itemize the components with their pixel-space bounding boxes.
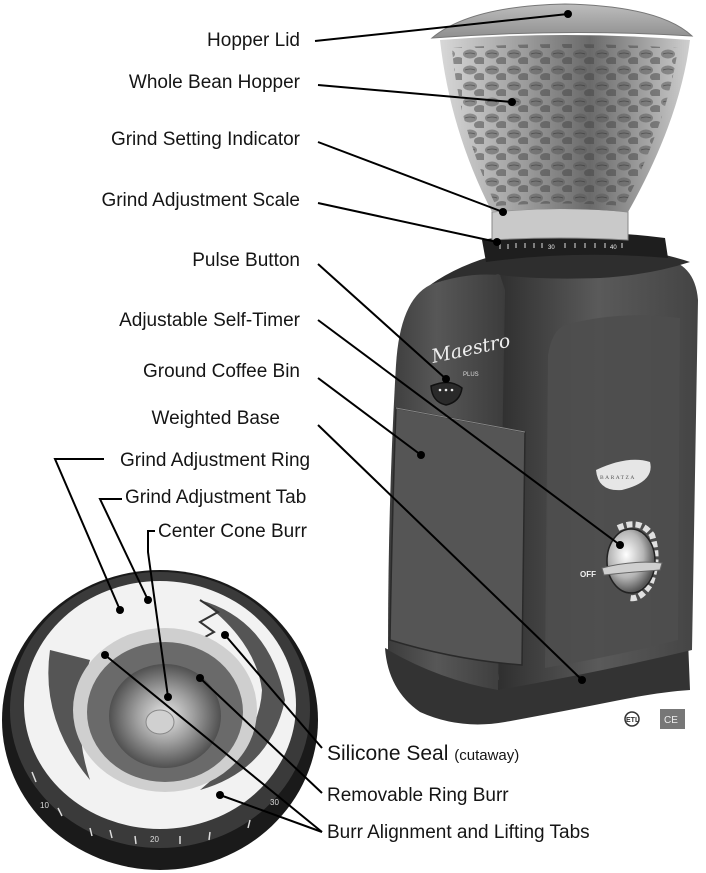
label-hopper-lid: Hopper Lid xyxy=(207,30,300,51)
etl-mark xyxy=(624,711,640,727)
label-ground-coffee-bin: Ground Coffee Bin xyxy=(142,361,300,382)
svg-text:30: 30 xyxy=(548,245,555,251)
silicone-seal-text: Silicone Seal xyxy=(327,742,449,765)
ground-coffee-bin-shape xyxy=(389,407,526,666)
label-removable-ring-burr: Removable Ring Burr xyxy=(327,785,509,806)
silicone-seal-note: (cutaway) xyxy=(454,747,520,764)
svg-text:30: 30 xyxy=(270,798,279,807)
burr-cutaway: 10 20 30 xyxy=(2,570,318,870)
svg-text:10: 10 xyxy=(40,801,49,810)
svg-text:CE: CE xyxy=(664,715,678,726)
label-grind-adjustment-ring: Grind Adjustment Ring xyxy=(120,450,311,471)
ce-mark xyxy=(660,709,685,729)
baratza-badge xyxy=(596,459,651,491)
plus-logo: PLUS xyxy=(463,372,479,378)
label-silicone-seal: Silicone Seal (cutaway) xyxy=(327,743,519,767)
label-center-cone-burr: Center Cone Burr xyxy=(158,521,307,542)
pulse-button-shape xyxy=(430,381,463,406)
leader-lines xyxy=(53,13,621,833)
grind-setting-indicator-shape xyxy=(491,208,629,241)
label-grind-adjustment-scale: Grind Adjustment Scale xyxy=(101,190,300,211)
svg-text:OFF: OFF xyxy=(580,570,596,579)
leader-dots xyxy=(101,10,624,799)
label-adjustable-self-timer: Adjustable Self-Timer xyxy=(119,310,300,331)
label-burr-alignment-tabs: Burr Alignment and Lifting Tabs xyxy=(327,822,590,843)
label-grind-setting-indicator: Grind Setting Indicator xyxy=(110,129,300,150)
label-pulse-button: Pulse Button xyxy=(192,250,300,271)
svg-text:BARATZA: BARATZA xyxy=(600,475,636,481)
label-grind-adjustment-tab: Grind Adjustment Tab xyxy=(125,487,307,508)
hopper-lid-shape xyxy=(430,3,694,39)
grinder-body xyxy=(385,245,698,725)
svg-text:20: 20 xyxy=(150,835,159,844)
svg-text:ETL: ETL xyxy=(626,717,640,724)
label-whole-bean-hopper: Whole Bean Hopper xyxy=(128,72,300,93)
svg-text:40: 40 xyxy=(610,245,617,251)
label-weighted-base: Weighted Base xyxy=(151,408,280,429)
